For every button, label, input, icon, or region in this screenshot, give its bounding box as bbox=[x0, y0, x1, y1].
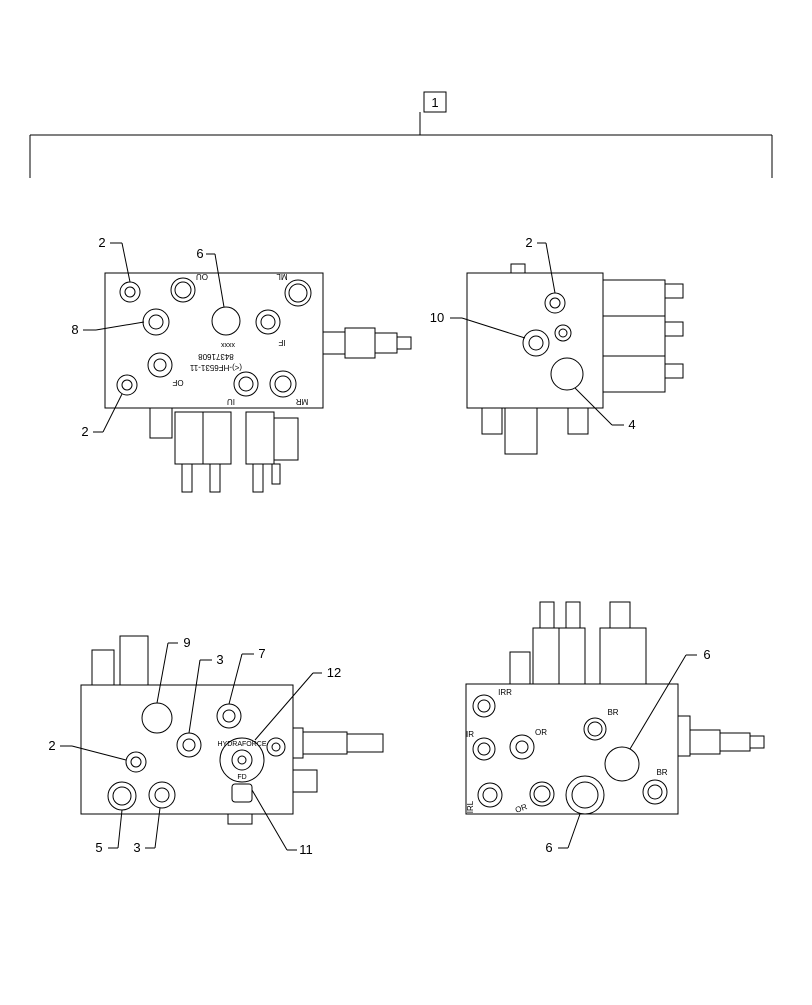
body-marking-top-left: (<)-HF6531-11 84371608 xxxx bbox=[189, 341, 242, 372]
callout-bl-5: 5 bbox=[95, 840, 102, 855]
assembly-bracket bbox=[29, 91, 773, 178]
port-mark-of: OF bbox=[172, 378, 183, 387]
fd-mark: FD bbox=[237, 774, 246, 781]
callout-bl-9: 9 bbox=[183, 635, 190, 650]
port-mark-br-bottom: BR bbox=[656, 768, 667, 777]
port-mark-if: IF bbox=[278, 338, 285, 347]
hydraforce-mark: HYDRAFORCE bbox=[217, 741, 266, 748]
callout-tr-10: 10 bbox=[430, 310, 444, 325]
valve-view-bottom-right bbox=[465, 601, 765, 849]
port-mark-or-top: OR bbox=[535, 728, 547, 737]
callout-tl-8: 8 bbox=[71, 322, 78, 337]
port-mark-ml: ML bbox=[276, 272, 288, 281]
callout-tl-2-bottom: 2 bbox=[81, 424, 88, 439]
callout-bl-2: 2 bbox=[48, 738, 55, 753]
port-mark-or-bottom: OR bbox=[514, 802, 529, 815]
port-mark-ir: IR bbox=[466, 730, 474, 739]
callout-tl-6: 6 bbox=[196, 246, 203, 261]
port-mark-ou: OU bbox=[196, 272, 208, 281]
valve-view-bottom-left bbox=[60, 635, 384, 851]
valve-view-top-left bbox=[83, 242, 412, 493]
callout-bl-3-top: 3 bbox=[216, 652, 223, 667]
callout-br-6-top: 6 bbox=[703, 647, 710, 662]
port-mark-iu: IU bbox=[227, 397, 235, 406]
port-marks-top-left: OU ML IF OF IU MR bbox=[172, 272, 308, 406]
callout-tr-2: 2 bbox=[525, 235, 532, 250]
callout-bl-7: 7 bbox=[258, 646, 265, 661]
assembly-item-number: 1 bbox=[431, 95, 438, 110]
part-number: 84371608 bbox=[198, 352, 234, 361]
port-mark-irr: IRR bbox=[498, 688, 512, 697]
callout-tr-4: 4 bbox=[628, 417, 635, 432]
part-code: (<)-HF6531-11 bbox=[189, 363, 242, 372]
callout-br-6-bottom: 6 bbox=[545, 840, 552, 855]
date-code: xxxx bbox=[221, 341, 236, 348]
valve-view-top-right bbox=[450, 242, 684, 455]
callout-tl-2-top: 2 bbox=[98, 235, 105, 250]
port-mark-mr: MR bbox=[296, 397, 309, 406]
port-marks-bottom-right: IRR IR OR BR IRL OR BR bbox=[466, 688, 668, 815]
port-mark-br-top: BR bbox=[607, 708, 618, 717]
callout-bl-3-bottom: 3 bbox=[133, 840, 140, 855]
callout-bl-11: 11 bbox=[299, 842, 313, 857]
callout-bl-12: 12 bbox=[327, 665, 341, 680]
port-mark-irl: IRL bbox=[466, 800, 475, 813]
